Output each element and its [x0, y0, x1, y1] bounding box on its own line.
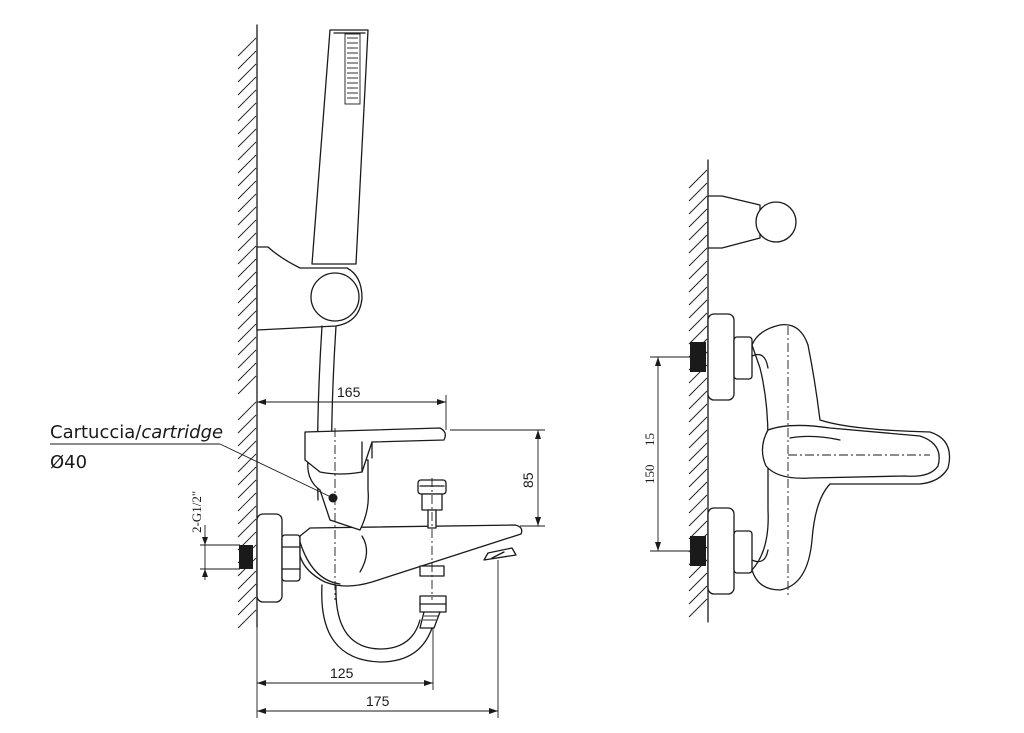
thread-label: 2-G1/2" [189, 491, 204, 533]
dimension-125: 125 [256, 627, 434, 718]
dimension-175: 175 [257, 560, 499, 718]
side-wall-hatching [237, 37, 257, 629]
shower-holder [256, 246, 363, 331]
shower-nozzles [344, 33, 361, 105]
mixer-body [299, 427, 523, 587]
dim-85-label: 85 [520, 472, 536, 488]
dimension-165: 165 [257, 384, 447, 430]
front-view: 150 15 [642, 159, 951, 623]
front-mixer-body [751, 324, 951, 591]
dim-125-label: 125 [330, 665, 354, 681]
front-shower-holder [707, 195, 797, 249]
hand-shower [311, 29, 369, 265]
front-upper-connection [690, 313, 753, 401]
wall-connection [239, 513, 301, 603]
cartridge-diameter: Ø40 [50, 452, 87, 473]
dim-175-label: 175 [366, 693, 390, 709]
hose-connector [419, 595, 447, 629]
cartridge-label: Cartuccia/cartridge Ø40 [50, 422, 334, 499]
dim-165-label: 165 [337, 384, 361, 400]
dimension-150: 150 15 [642, 356, 690, 552]
front-wall-hatching [688, 169, 708, 618]
thread-dimension: 2-G1/2" [189, 491, 240, 580]
dimension-85: 85 [450, 429, 545, 527]
front-lower-connection [690, 507, 753, 595]
side-wall [237, 24, 258, 629]
dim-150-label: 150 [642, 465, 657, 485]
dim-15-label: 15 [642, 433, 657, 446]
front-wall [688, 159, 709, 623]
cartridge-text-it: Cartuccia/cartridge [50, 422, 223, 443]
side-view: Cartuccia/cartridge Ø40 2-G1/2" 165 [50, 24, 545, 718]
spout-aerator [483, 547, 517, 561]
